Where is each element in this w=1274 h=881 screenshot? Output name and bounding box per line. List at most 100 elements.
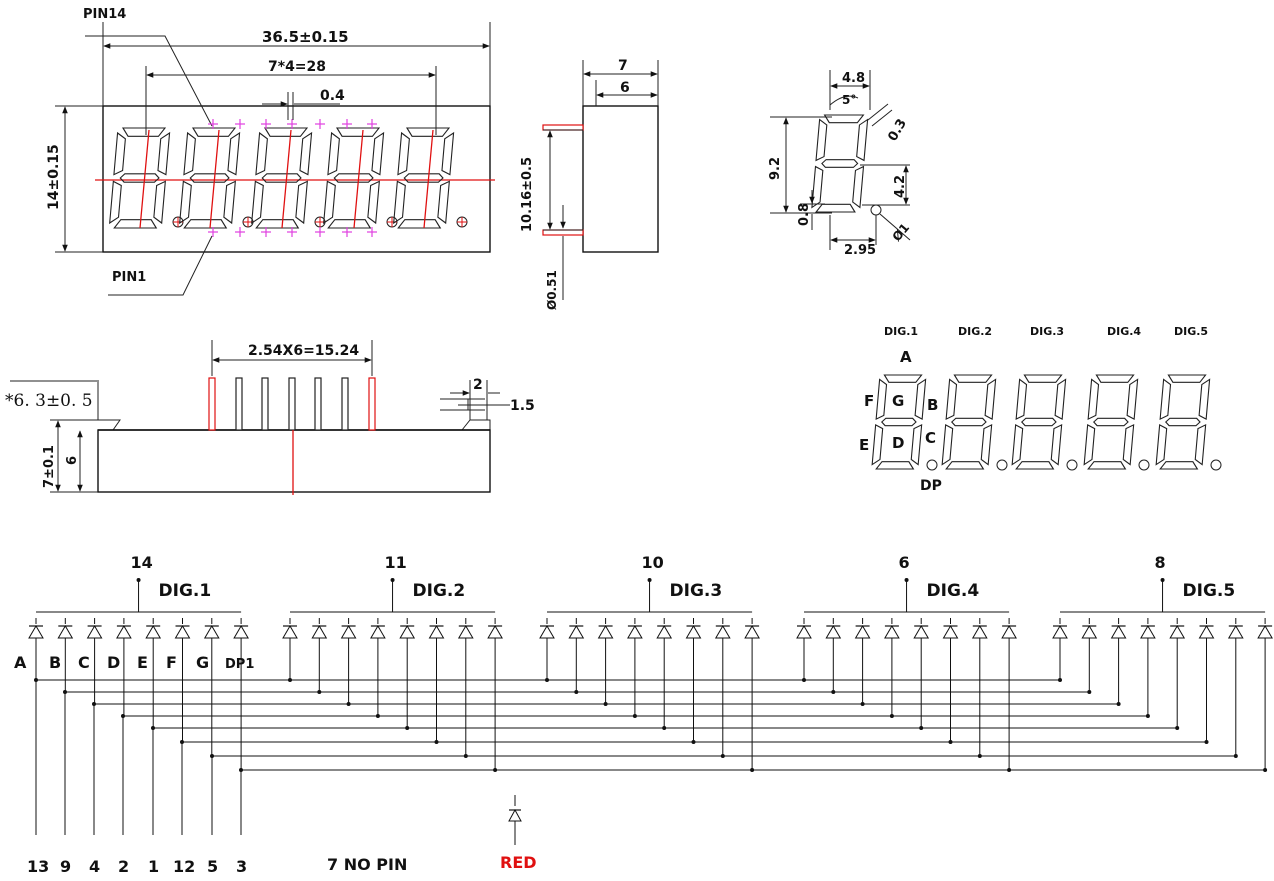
front-digit-3-seg-b	[299, 131, 313, 176]
led-diode-5-7	[1228, 617, 1244, 647]
led-diode-1-8	[233, 617, 249, 647]
led-diode-1-5	[145, 617, 161, 647]
led-diode-1-4	[116, 617, 132, 647]
front-digit-4-seg-c	[367, 180, 380, 225]
pitch-dimension: 7*4=28	[268, 59, 326, 75]
map-digit-3-seg-b	[1054, 378, 1067, 420]
led-diode-2-3	[341, 617, 357, 647]
digit-pin-4: 6	[899, 553, 910, 572]
segment-label-1: A	[14, 653, 27, 672]
depth-inner: 6	[620, 80, 630, 96]
bottom-pin-7	[368, 377, 376, 431]
bus-node-6	[180, 740, 184, 744]
digit-pin-1: 14	[131, 553, 153, 572]
map-dp-2	[996, 459, 1008, 471]
segment-label-8: DP1	[225, 657, 254, 672]
map-digit-2-seg-c	[980, 424, 993, 466]
led-diode-4-3	[854, 617, 871, 647]
front-digit-4-seg-f	[327, 131, 340, 176]
bus-node-3	[92, 702, 96, 706]
common-node-1	[136, 578, 141, 582]
legend-diode	[508, 795, 522, 845]
led-diode-1-7	[204, 617, 220, 647]
detail-dp-dia: Ø1	[890, 221, 913, 244]
digit-label-5: DIG.5	[1183, 581, 1236, 601]
front-digit-4-seg-a	[335, 127, 381, 137]
detail-seven-seg-seg-d	[815, 203, 856, 213]
width-dimension: 36.5±0.15	[262, 28, 349, 46]
led-diode-3-4	[627, 617, 643, 647]
map-digit-2-seg-b	[984, 378, 997, 420]
front-digit-5-seg-a	[405, 127, 451, 137]
detail-seven-seg-seg-f	[815, 118, 828, 162]
map-digit-2-seg-d	[945, 461, 985, 470]
led-diode-3-8	[744, 617, 760, 647]
front-digit-1-seg-f	[113, 131, 126, 176]
front-digit-5-seg-b	[441, 131, 455, 176]
led-diode-4-6	[942, 617, 959, 647]
segment-label-3: C	[78, 653, 90, 672]
bottom-pin-3	[261, 377, 269, 431]
segment-label-2: B	[49, 653, 61, 672]
digit-label-1: DIG.1	[159, 581, 212, 601]
led-diode-3-5	[656, 617, 672, 647]
led-diode-1-2	[57, 617, 73, 647]
segment-pin-2: 9	[60, 857, 71, 876]
front-digit-3-seg-f	[255, 131, 268, 176]
map-digit-4-seg-e	[1083, 424, 1096, 466]
front-digit-4-seg-e	[323, 180, 336, 225]
map-seg-a: A	[900, 348, 912, 366]
bottom-body-outline	[98, 419, 121, 431]
map-digit-3-seg-d	[1015, 461, 1055, 470]
led-diode-5-1	[1052, 617, 1068, 647]
no-pin-note: 7 NO PIN	[327, 855, 407, 874]
map-digit-3-seg-g	[1020, 417, 1057, 427]
map-digit-1-seg-d	[875, 461, 915, 470]
pin-span: 10.16±0.5	[520, 157, 535, 232]
side-pin-bottom	[542, 229, 584, 236]
map-digits	[871, 374, 1222, 471]
map-digit-4-seg-d	[1087, 461, 1127, 470]
front-digit-5-seg-g	[403, 173, 444, 183]
front-digit-4-seg-g	[333, 173, 374, 183]
front-digit-1	[109, 127, 171, 229]
detail-seven-seg	[811, 114, 869, 213]
led-diode-2-7	[458, 617, 474, 647]
map-dp-4	[1138, 459, 1150, 471]
led-diode-2-6	[428, 617, 445, 647]
map-digit-4-seg-b	[1126, 378, 1139, 420]
front-digit-1-seg-a	[121, 127, 167, 137]
front-digit-3-seg-c	[295, 180, 308, 225]
led-diode-4-2	[825, 617, 841, 647]
led-diode-1-3	[86, 617, 103, 647]
map-seg-d: D	[892, 434, 904, 452]
bottom-view: 2.54X6=15.24 *6. 3±0. 5 2 1.5 7±0.1 6	[5, 340, 535, 495]
led-diode-5-2	[1081, 617, 1097, 647]
map-digit-4-seg-g	[1092, 417, 1129, 427]
front-digit-2	[179, 127, 241, 229]
schematic-segment-buses	[34, 678, 1266, 835]
front-digit-centerline-2	[209, 129, 220, 229]
map-digit-2-seg-g	[950, 417, 987, 427]
common-node-3	[647, 578, 652, 582]
front-digit-2-seg-d	[183, 219, 228, 229]
map-digit-1-seg-a	[883, 374, 923, 383]
map-dp-5	[1210, 459, 1222, 471]
depth-outer: 7	[618, 58, 628, 74]
bus-node-5	[151, 726, 155, 730]
detail-seven-seg-seg-c	[852, 165, 865, 209]
detail-bottom-offset: 0.8	[797, 203, 812, 226]
detail-width: 4.8	[842, 71, 865, 86]
gap-dimension: 0.4	[320, 88, 345, 104]
led-diode-5-5	[1169, 617, 1185, 647]
front-digit-2-seg-g	[189, 173, 230, 183]
front-digits	[109, 119, 468, 237]
led-diode-3-1	[539, 617, 555, 647]
front-digit-1-seg-d	[113, 219, 158, 229]
pin14-label: PIN14	[83, 7, 126, 22]
